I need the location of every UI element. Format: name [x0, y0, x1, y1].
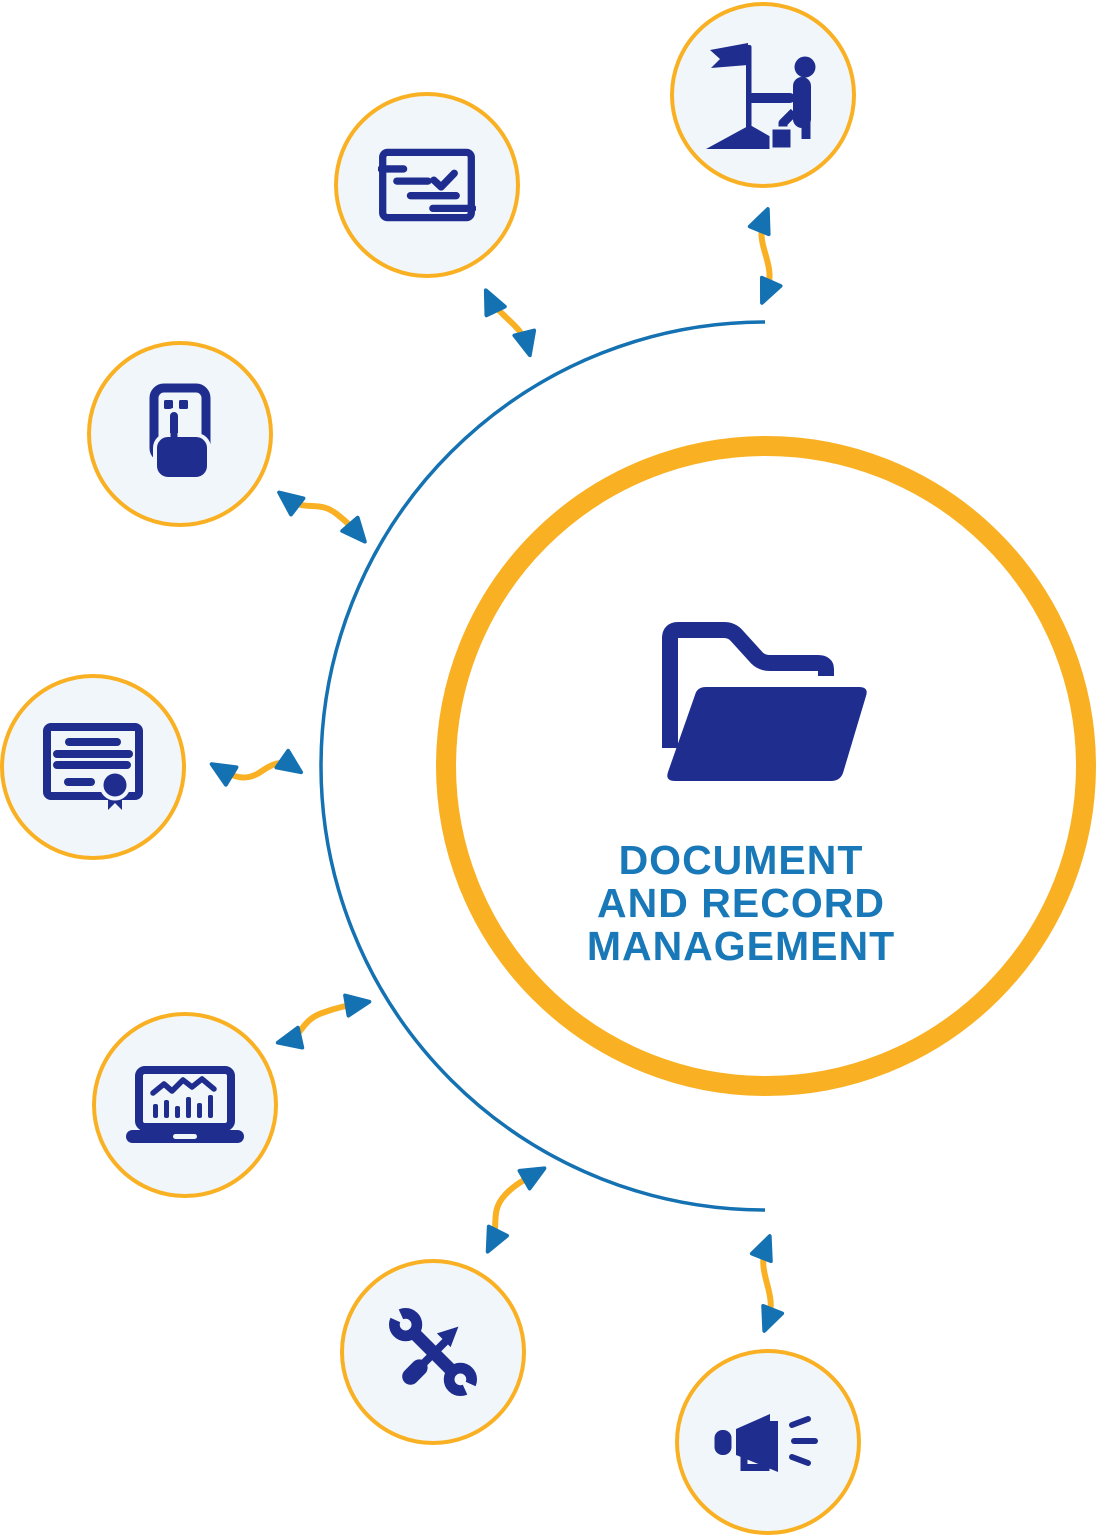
- connector-tools: [485, 1166, 547, 1254]
- node-goal: [670, 2, 856, 188]
- megaphone-icon: [714, 1414, 818, 1472]
- touch-phone-icon: [149, 383, 211, 481]
- node-certificate: [0, 674, 186, 860]
- node-tasks: [334, 92, 520, 278]
- connector-tasks: [483, 288, 537, 358]
- node-touch: [87, 341, 273, 527]
- laptop-analytics-icon: [126, 1066, 244, 1143]
- connector-analytics: [275, 993, 372, 1050]
- goal-flag-mountain-icon: [706, 42, 816, 149]
- node-analytics: [92, 1012, 278, 1198]
- task-card-check-icon: [378, 148, 476, 222]
- connector-certificate: [209, 748, 304, 787]
- orbit-arc: [319, 320, 766, 1212]
- center-title: DOCUMENT AND RECORD MANAGEMENT: [586, 837, 896, 969]
- connector-touch: [277, 490, 367, 544]
- crossed-tools-icon: [389, 1308, 477, 1396]
- open-folder-icon: [662, 622, 867, 781]
- connector-goal: [747, 207, 783, 305]
- node-tools: [340, 1259, 526, 1445]
- certificate-icon: [43, 723, 143, 810]
- node-announcement: [675, 1349, 861, 1535]
- connector-announcement: [749, 1234, 785, 1333]
